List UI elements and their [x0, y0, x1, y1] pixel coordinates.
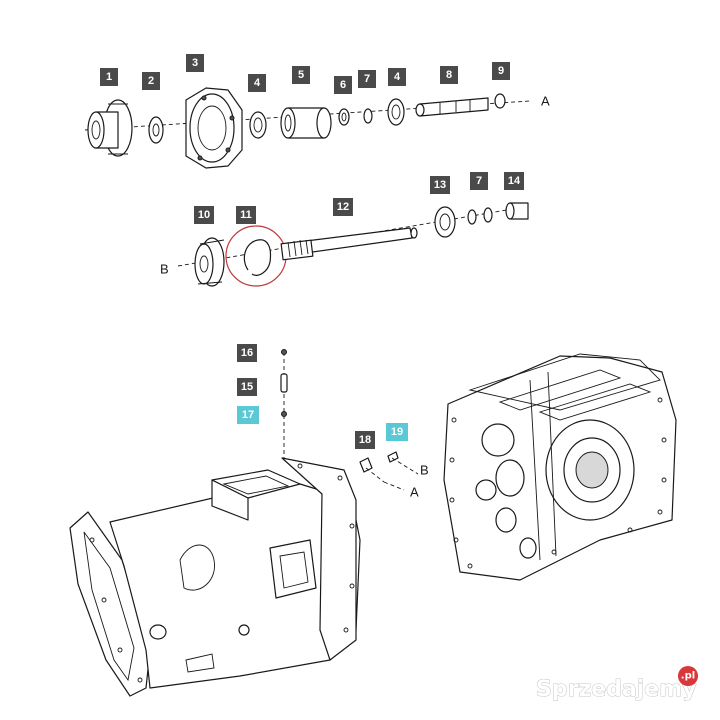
callout-7b: 7	[470, 172, 488, 190]
reference-a-lower: A	[410, 485, 419, 500]
callout-17: 17	[237, 406, 259, 424]
upper-shaft-assembly	[84, 87, 531, 169]
part-4-bearing-right	[387, 98, 405, 126]
part-12-long-shaft	[280, 227, 418, 261]
callout-4b: 4	[388, 68, 406, 86]
part-17-ball	[281, 411, 287, 417]
callout-5: 5	[292, 66, 310, 84]
svg-text:4: 4	[394, 71, 401, 83]
watermark: Sprzedajemy .pl	[536, 666, 698, 702]
reference-b-middle: B	[160, 262, 169, 277]
part-14-bush	[505, 202, 529, 220]
svg-text:13: 13	[434, 179, 446, 191]
part-18-plate	[359, 457, 373, 473]
part-19-screw	[387, 451, 399, 463]
svg-text:6: 6	[340, 79, 346, 91]
part-10-gear	[194, 237, 225, 287]
part-7-washers-middle	[467, 207, 493, 225]
part-6-spacer	[338, 108, 350, 126]
lower-callouts: 16 15 17 18 19	[237, 344, 408, 449]
svg-text:16: 16	[241, 347, 253, 359]
svg-text:1: 1	[106, 71, 112, 83]
part-7-washer-upper	[363, 108, 373, 124]
watermark-text: Sprzedajemy	[536, 677, 697, 702]
svg-text:10: 10	[198, 209, 210, 221]
callout-2: 2	[142, 72, 160, 90]
part-15-pin	[280, 373, 288, 393]
watermark-suffix: .pl	[681, 671, 695, 682]
callout-8: 8	[440, 66, 458, 84]
svg-text:19: 19	[391, 426, 403, 438]
part-13-bearing	[434, 206, 456, 238]
part-9-snap-ring	[494, 93, 506, 109]
rear-gearbox-housing	[443, 353, 677, 581]
callout-15: 15	[237, 378, 257, 396]
part-8-shaft	[415, 97, 489, 117]
svg-text:5: 5	[298, 69, 304, 81]
callout-11: 11	[236, 206, 256, 224]
callout-16: 16	[237, 344, 257, 362]
reference-a-upper: A	[541, 94, 550, 109]
callout-1: 1	[100, 68, 118, 86]
middle-callouts: 10 11 12 13 7 14 B	[160, 172, 524, 277]
callout-6: 6	[334, 76, 352, 94]
callout-14: 14	[504, 172, 524, 190]
part-1-gear-hub	[87, 99, 133, 157]
svg-text:2: 2	[148, 75, 154, 87]
callout-3: 3	[186, 54, 204, 72]
svg-text:12: 12	[337, 201, 349, 213]
callout-18: 18	[355, 431, 375, 449]
part-2-ring	[148, 116, 164, 144]
callout-7a: 7	[358, 70, 376, 88]
watermark-badge	[678, 666, 698, 686]
callout-9: 9	[492, 62, 510, 80]
callout-4a: 4	[248, 74, 266, 92]
part-3-housing-flange	[185, 87, 243, 169]
svg-text:15: 15	[241, 381, 253, 393]
pin-stack	[280, 349, 288, 460]
svg-text:17: 17	[242, 409, 254, 421]
callout-10: 10	[194, 206, 214, 224]
svg-text:9: 9	[498, 65, 504, 77]
svg-text:7: 7	[476, 175, 482, 187]
svg-text:3: 3	[192, 57, 198, 69]
upper-callouts: 1 2 3 4 5 6 7 4 8 9 A	[100, 54, 550, 109]
part-16-ball	[281, 349, 287, 355]
middle-shaft-assembly	[177, 202, 531, 287]
svg-text:7: 7	[364, 73, 370, 85]
part-4-bearing-left	[249, 111, 267, 139]
part-5-sleeve	[280, 107, 332, 139]
svg-text:11: 11	[240, 209, 252, 221]
callout-13: 13	[430, 176, 450, 194]
svg-text:8: 8	[446, 69, 452, 81]
reference-b-lower: B	[420, 463, 429, 478]
callout-12: 12	[333, 198, 353, 216]
svg-text:14: 14	[508, 175, 521, 187]
svg-text:18: 18	[359, 434, 371, 446]
svg-text:4: 4	[254, 77, 261, 89]
parts-18-19: A B	[359, 451, 429, 500]
front-gearbox-housing	[69, 457, 361, 697]
callout-19: 19	[386, 423, 408, 441]
